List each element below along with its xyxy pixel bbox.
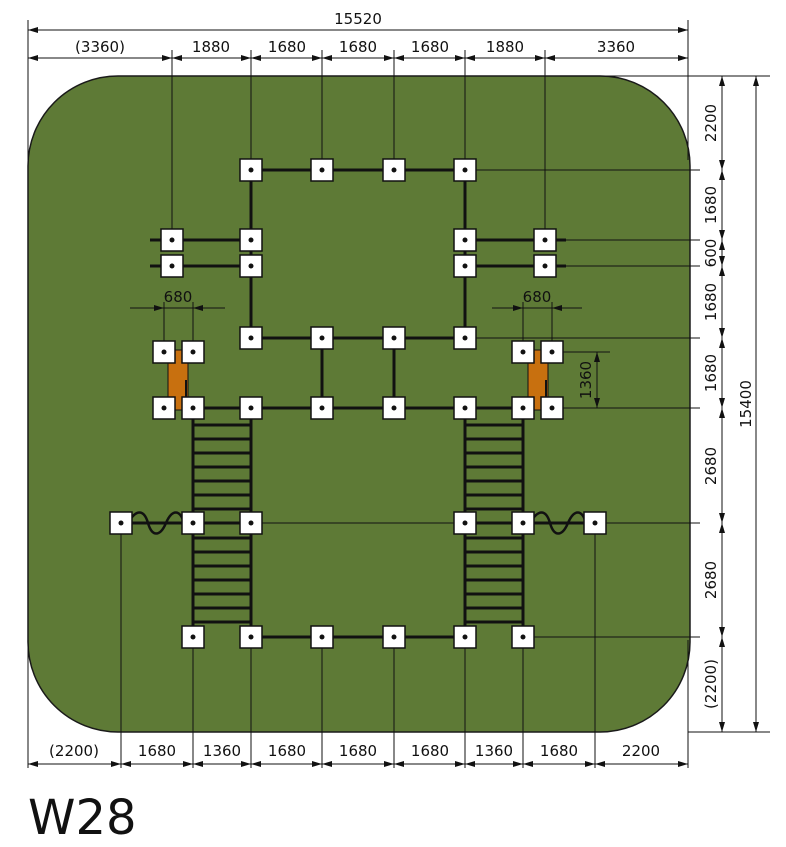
dim-bottom-7: 1360 xyxy=(475,742,513,760)
dim-right-4: 1680 xyxy=(702,283,720,321)
dim-bottom-2: 1680 xyxy=(138,742,176,760)
ladder-left xyxy=(193,423,251,624)
post-center xyxy=(118,520,124,526)
post-center xyxy=(319,405,325,411)
post-center xyxy=(542,263,548,269)
dim-top-5: 1680 xyxy=(411,38,449,56)
dim-right-2: 1680 xyxy=(702,186,720,224)
dim-bottom-3: 1360 xyxy=(203,742,241,760)
dim-inner-left: 680 xyxy=(164,288,193,306)
dim-inner-vertical: 1360 xyxy=(577,361,595,399)
post-center xyxy=(391,405,397,411)
dim-bottom-9: 2200 xyxy=(622,742,660,760)
post-center xyxy=(391,335,397,341)
post-center xyxy=(319,634,325,640)
turf-area xyxy=(27,75,691,733)
dim-right-6: 2680 xyxy=(702,447,720,485)
dim-overall-height: 15400 xyxy=(737,380,755,428)
drawing-code: W28 xyxy=(28,790,137,846)
dim-bottom-5: 1680 xyxy=(339,742,377,760)
dim-right-1: 2200 xyxy=(702,104,720,142)
post-center xyxy=(462,520,468,526)
dim-overall-width: 15520 xyxy=(334,10,382,28)
dim-top-3: 1680 xyxy=(268,38,306,56)
post-center xyxy=(248,520,254,526)
post-center xyxy=(190,520,196,526)
post-center xyxy=(319,167,325,173)
post-center xyxy=(190,405,196,411)
post-center xyxy=(520,349,526,355)
post-center xyxy=(520,634,526,640)
ladder-right xyxy=(465,423,523,624)
dim-top-2: 1880 xyxy=(192,38,230,56)
post-center xyxy=(520,405,526,411)
post-center xyxy=(248,335,254,341)
dim-right-5: 1680 xyxy=(702,354,720,392)
dim-bottom-1: (2200) xyxy=(49,742,99,760)
post-center xyxy=(391,167,397,173)
post-center xyxy=(391,634,397,640)
extension-lines xyxy=(27,20,770,768)
posts-layer xyxy=(109,158,607,649)
post-center xyxy=(190,634,196,640)
post-center xyxy=(549,405,555,411)
post-center xyxy=(169,263,175,269)
slide-right xyxy=(527,349,549,411)
dim-top-7: 3360 xyxy=(597,38,635,56)
dim-right-8: (2200) xyxy=(702,659,720,709)
post-center xyxy=(169,237,175,243)
post-center xyxy=(319,335,325,341)
post-center xyxy=(248,405,254,411)
post-center xyxy=(462,634,468,640)
dim-bottom-6: 1680 xyxy=(411,742,449,760)
post-center xyxy=(248,634,254,640)
dim-inner-right: 680 xyxy=(523,288,552,306)
post-center xyxy=(462,263,468,269)
post-center xyxy=(161,349,167,355)
post-center xyxy=(462,405,468,411)
post-center xyxy=(248,237,254,243)
dim-bottom-8: 1680 xyxy=(540,742,578,760)
post-center xyxy=(462,237,468,243)
post-center xyxy=(161,405,167,411)
post-center xyxy=(520,520,526,526)
dimension-arrows xyxy=(28,27,759,767)
wave-beams xyxy=(126,511,588,535)
dim-top-1: (3360) xyxy=(75,38,125,56)
post-center xyxy=(542,237,548,243)
dim-right-3: 600 xyxy=(702,239,720,268)
dim-top-6: 1880 xyxy=(486,38,524,56)
post-center xyxy=(462,335,468,341)
dimension-labels: 15520 (3360) 1880 1680 1680 1680 1880 33… xyxy=(49,10,755,760)
dimension-lines xyxy=(28,29,757,765)
post-center xyxy=(248,167,254,173)
post-center xyxy=(190,349,196,355)
post-center xyxy=(462,167,468,173)
dim-bottom-4: 1680 xyxy=(268,742,306,760)
dim-top-4: 1680 xyxy=(339,38,377,56)
post-center xyxy=(549,349,555,355)
post-center xyxy=(592,520,598,526)
slide-left xyxy=(167,349,189,411)
dim-right-7: 2680 xyxy=(702,561,720,599)
post-center xyxy=(248,263,254,269)
